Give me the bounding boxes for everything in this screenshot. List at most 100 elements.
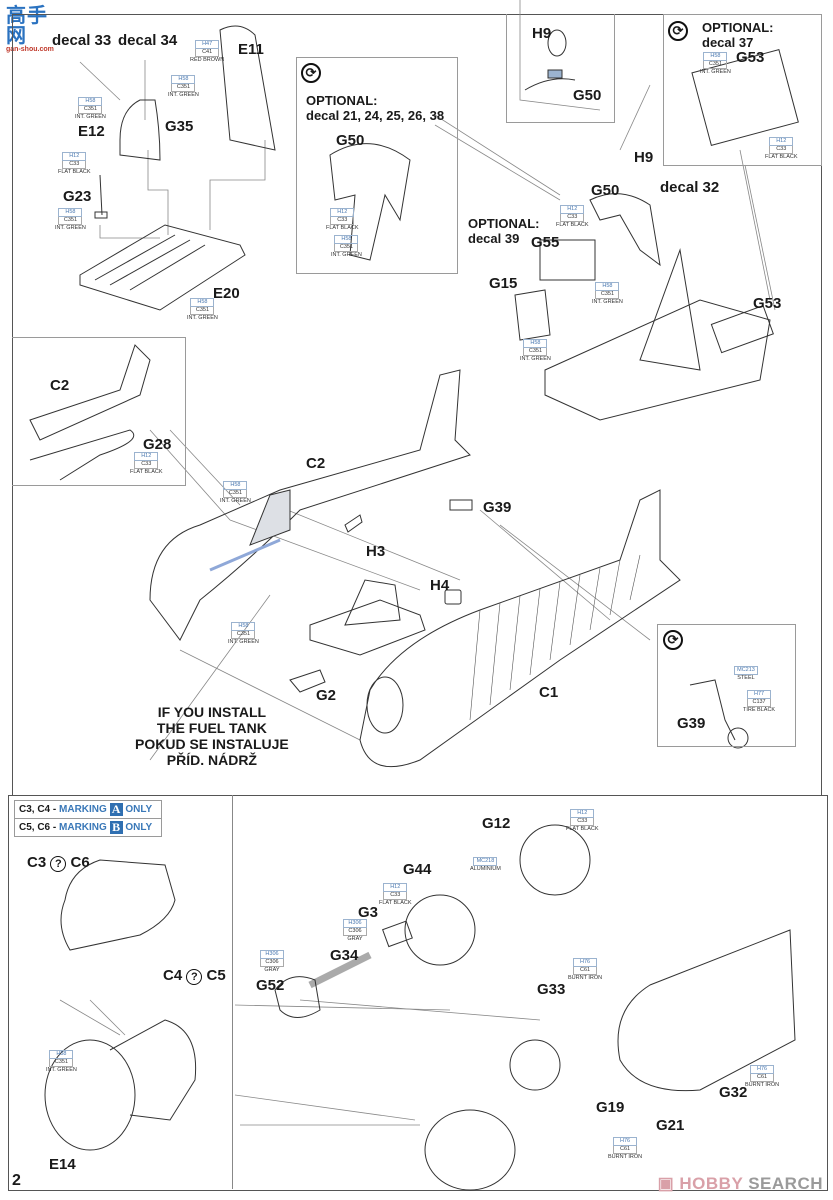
gearbox-g52	[274, 976, 321, 1018]
part-label-decal-32: decal 32	[660, 179, 720, 196]
optional-g53-box	[663, 14, 822, 166]
hobbysearch-watermark: ▣ HOBBY SEARCH	[657, 1174, 823, 1193]
part-label-decal-33: decal 33	[52, 32, 112, 49]
site-watermark-text: 高手网	[6, 5, 48, 47]
floor-e20	[79, 224, 246, 311]
fuselage-c1	[359, 489, 681, 768]
part-label-c1: C1	[539, 684, 559, 701]
part-label-g50-detail: G50	[573, 87, 602, 104]
seat-right	[639, 248, 701, 371]
part-label-g52: G52	[256, 977, 285, 994]
optional-g53-title: OPTIONAL:	[702, 20, 774, 35]
part-label-c3-c6: C3 ? C6	[27, 854, 90, 872]
part-label-g35: G35	[165, 118, 194, 135]
part-label-g12: G12	[482, 815, 511, 832]
part-g39	[449, 499, 473, 511]
tailwheel-g39	[689, 679, 736, 741]
fuselage-c2-inset	[29, 344, 151, 441]
part-label-g39: G39	[483, 499, 512, 516]
optional-decals: decal 21, 24, 25, 26, 38	[306, 108, 445, 123]
optional-panel-box	[296, 57, 458, 274]
part-label-g44: G44	[403, 861, 432, 878]
optional-title: OPTIONAL:	[306, 93, 378, 108]
panel-g50-right	[589, 193, 661, 267]
site-watermark-url: gan-shou.com	[6, 46, 54, 53]
part-label-g39-tailwheel: G39	[677, 715, 706, 732]
c2-detail-box	[12, 337, 186, 486]
cowl-lip-e14	[44, 1039, 136, 1151]
optional-decal39-title: OPTIONAL:	[468, 216, 540, 231]
hobbysearch-logo-icon: ▣	[657, 1174, 680, 1193]
site-watermark: 高手网 gan-shou.com	[6, 6, 64, 53]
alternative-option-icon: ⟳	[301, 63, 321, 83]
marking-row-b: C5, C6 - MARKING B ONLY	[19, 819, 153, 834]
marking-table: C3, C4 - MARKING A ONLY C5, C6 - MARKING…	[14, 800, 162, 837]
part-label-h3: H3	[366, 543, 386, 560]
note-line: THE FUEL TANK	[156, 720, 267, 736]
h9-detail-box	[506, 14, 615, 123]
section-divider	[232, 795, 233, 1189]
marking-b-badge: B	[109, 820, 123, 834]
optional-decal39: decal 39	[468, 231, 520, 246]
forward-fuselage	[617, 929, 796, 1092]
question-circle-icon: ?	[186, 969, 203, 985]
cockpit-tub	[309, 599, 426, 656]
floor-right	[544, 299, 771, 421]
page-number: 2	[12, 1172, 21, 1189]
page-frame-bottom	[8, 795, 828, 1191]
part-label-g34: G34	[330, 947, 359, 964]
part-label-h4: H4	[430, 577, 450, 594]
cowl-flap-ring	[60, 859, 176, 951]
armor-e11	[219, 25, 276, 151]
part-label-g33: G33	[537, 981, 566, 998]
engine-assembled	[509, 1039, 561, 1091]
part-label-g53: G53	[753, 295, 782, 312]
part-label-e14: E14	[49, 1156, 76, 1173]
part-g2	[289, 669, 326, 693]
question-circle-icon: ?	[50, 856, 67, 872]
engine-g44	[404, 894, 476, 966]
part-label-g32: G32	[719, 1084, 748, 1101]
part-label-c4-c5: C4 ? C5	[163, 967, 226, 985]
cowl-assembled	[424, 1109, 516, 1191]
lens-h9	[547, 29, 567, 57]
part-label-g53-optional: G53	[736, 49, 765, 66]
part-g3	[382, 920, 413, 948]
part-label-g28: G28	[143, 436, 172, 453]
alternative-option-icon: ⟳	[668, 21, 688, 41]
part-label-g50: G50	[336, 132, 365, 149]
engine-g12	[519, 824, 591, 896]
part-label-c2-inset: C2	[50, 377, 70, 394]
instrument-panel-g50	[329, 143, 411, 261]
part-label-g55: G55	[531, 234, 560, 251]
part-label-h9-right: H9	[634, 149, 654, 166]
part-label-g21: G21	[656, 1117, 685, 1134]
part-label-e20: E20	[213, 285, 240, 302]
note-line: POKUD SE INSTALUJE	[135, 736, 289, 752]
part-label-g3: G3	[358, 904, 379, 921]
part-h3	[344, 514, 363, 533]
box-g55	[539, 239, 596, 281]
